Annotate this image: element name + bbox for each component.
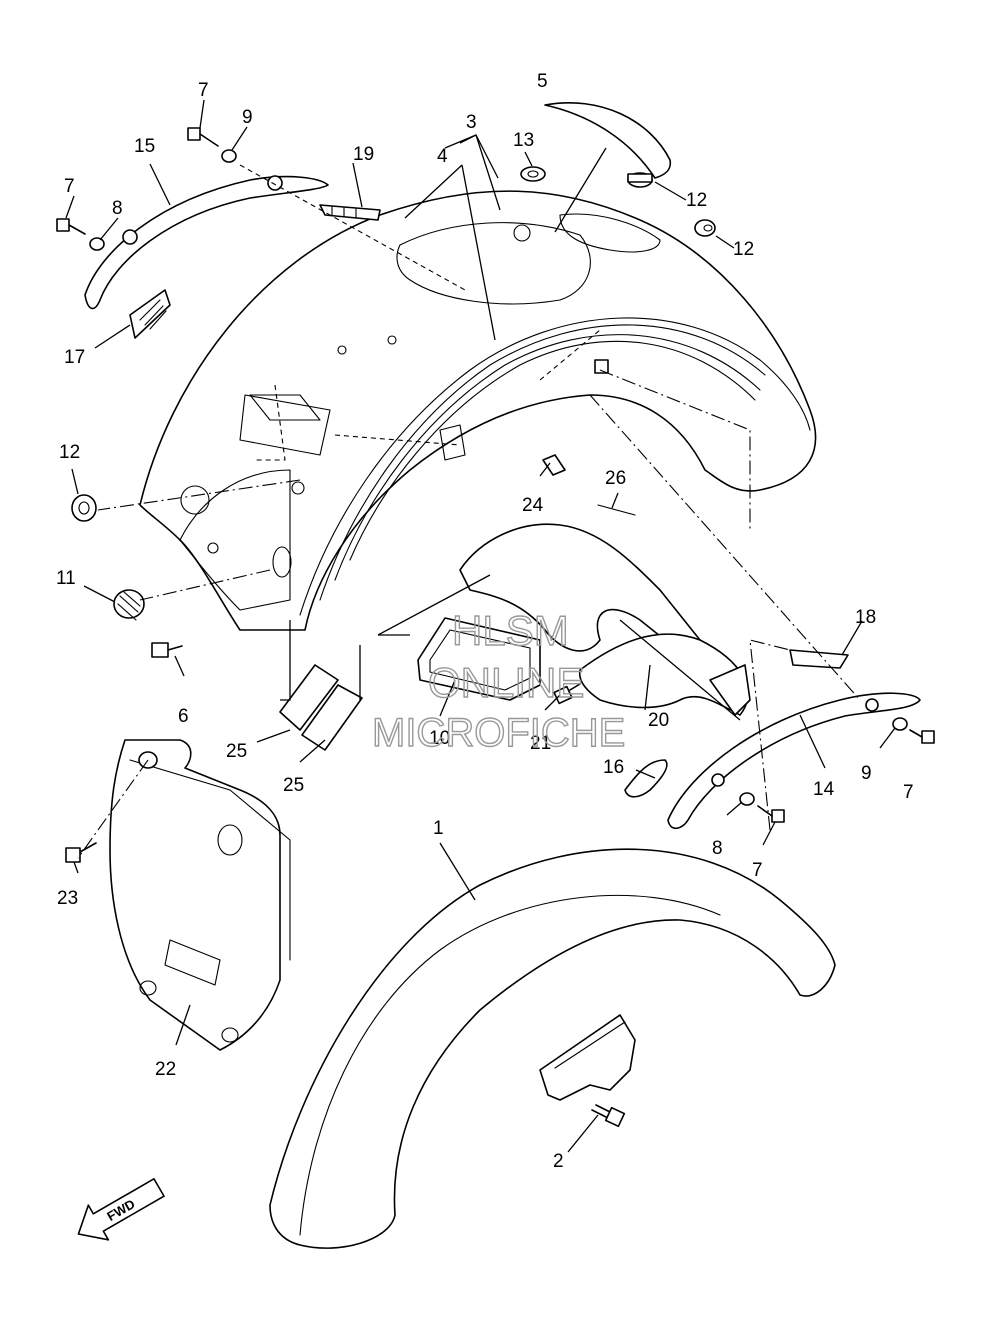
washer-9-top [221,149,237,163]
callout-1: 1 [433,818,444,839]
callout-15: 15 [134,136,155,157]
callout-12-mid: 12 [733,239,754,260]
callout-23: 23 [57,888,78,909]
callout-20: 20 [648,710,669,731]
callout-8-right: 8 [712,838,723,859]
fwd-arrow: FWD [77,1178,165,1241]
watermark: HLSM ONLINE MICROFICHE [371,606,626,755]
callout-4: 4 [437,146,448,167]
callout-19: 19 [353,144,374,165]
pad-17 [129,289,171,339]
grommet-12-mid [694,219,716,237]
bolt-7-right [909,729,935,744]
screw-21 [553,683,581,705]
callout-21: 21 [530,733,551,754]
bolt-7-left [56,218,86,235]
rail-15 [84,175,329,310]
front-fender [269,848,836,1249]
pad-19 [319,204,381,221]
grommet-12-top [627,172,653,188]
callout-26: 26 [605,468,626,489]
bolt-23 [65,842,97,863]
callout-22: 22 [155,1059,176,1080]
callout-12-left: 12 [59,442,80,463]
callout-17: 17 [64,347,85,368]
bracket-26 [459,504,701,661]
callout-6: 6 [178,706,189,727]
callout-12-top: 12 [686,190,707,211]
callout-24: 24 [522,495,544,516]
callout-leaders [65,99,896,1153]
watermark-line2: ONLINE [428,659,584,706]
callout-25b: 25 [283,775,304,796]
clip-24 [542,454,566,476]
sticker-25b [301,684,363,751]
bolt-2 [591,1104,626,1128]
washer-8-right [739,792,755,806]
callout-14: 14 [813,779,835,800]
pad-16 [624,759,668,798]
watermark-line3: MICROFICHE [372,711,625,755]
callout-labels: 1 2 3 4 5 6 7 7 7 7 8 8 9 9 10 11 12 12 … [56,71,914,1172]
inner-fender-20 [578,633,751,716]
callout-7-right: 7 [903,782,914,803]
washer-13 [520,166,546,182]
rear-fender [139,190,817,631]
trim-piece-5 [544,101,672,179]
callout-7-top: 7 [198,80,209,101]
assembly-lines [77,164,861,859]
washer-8-left [89,237,105,251]
washer-9-right [892,717,908,731]
callout-5: 5 [537,71,548,92]
callout-11: 11 [56,568,76,589]
bolt-7-bottom [757,805,785,823]
sticker-25a [279,664,339,731]
grommet-12-left [71,494,97,522]
callout-7-bottom: 7 [752,860,763,881]
callout-9-right: 9 [861,763,872,784]
callout-10: 10 [429,728,450,749]
callout-8-left: 8 [112,198,123,219]
bolt-6 [151,642,183,658]
callout-7-left: 7 [64,176,75,197]
callout-2: 2 [553,1151,564,1172]
callout-18: 18 [855,607,876,628]
callout-25a: 25 [226,741,247,762]
watermark-line1: HLSM [452,607,569,654]
callout-3: 3 [466,112,477,133]
grommet-11 [113,589,145,621]
callout-9-top: 9 [242,107,253,128]
callout-16: 16 [603,757,624,778]
emblem-18 [789,649,849,669]
callout-13: 13 [513,130,534,151]
rail-14 [667,692,921,830]
bolt-7-top [187,127,219,147]
side-cover-22 [109,739,291,1051]
lens-10 [417,617,541,701]
